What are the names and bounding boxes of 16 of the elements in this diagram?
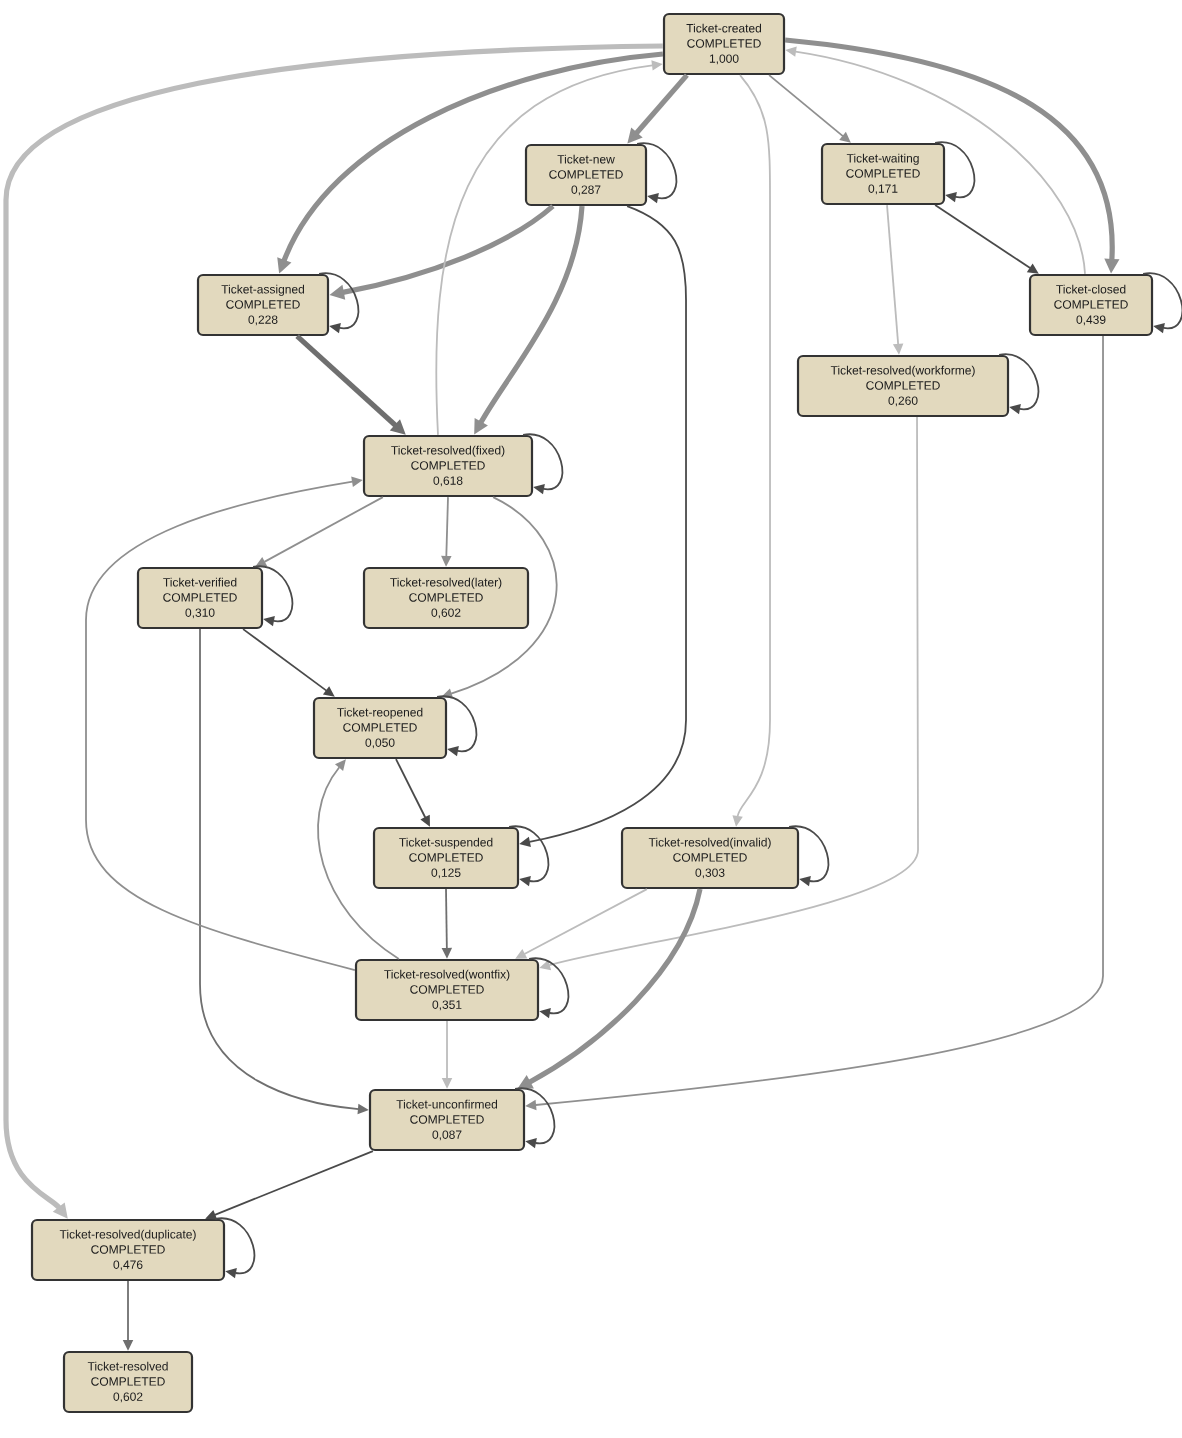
loop-arrow bbox=[636, 142, 678, 204]
arrow bbox=[768, 74, 851, 143]
loop-arrow bbox=[934, 141, 976, 203]
loop-arrow bbox=[1142, 272, 1182, 334]
loop-arrow bbox=[522, 433, 564, 495]
loop-arrow bbox=[436, 695, 478, 757]
loop-arrow bbox=[528, 957, 570, 1019]
arrow bbox=[317, 759, 400, 960]
loop-arrow bbox=[788, 825, 830, 887]
loop-arrow bbox=[508, 825, 550, 887]
loop-arrow bbox=[998, 353, 1040, 415]
loop-arrow bbox=[252, 565, 294, 627]
loop-arrow bbox=[214, 1217, 256, 1279]
loop-arrow bbox=[514, 1087, 556, 1149]
arrow bbox=[242, 628, 335, 697]
loop-arrow bbox=[318, 272, 360, 334]
